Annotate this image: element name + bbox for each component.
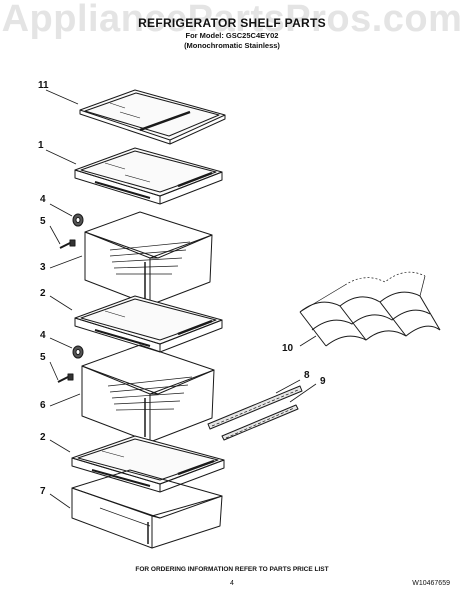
variant-line: (Monochromatic Stainless) bbox=[184, 41, 280, 50]
part-5-screw-lower bbox=[57, 373, 74, 383]
ordering-note: FOR ORDERING INFORMATION REFER TO PARTS … bbox=[135, 566, 329, 573]
callout-6: 6 bbox=[40, 400, 46, 411]
part-5-screw-upper bbox=[59, 239, 76, 249]
callout-5: 5 bbox=[40, 352, 46, 363]
part-1-shelf bbox=[74, 147, 223, 205]
callout-10: 10 bbox=[282, 343, 294, 354]
callout-3: 3 bbox=[40, 262, 46, 273]
part-11-glass-shelf bbox=[79, 89, 226, 145]
part-4-roller-upper bbox=[72, 213, 84, 227]
part-8-slide-rail bbox=[207, 385, 303, 430]
diagram-title: REFRIGERATOR SHELF PARTS bbox=[138, 16, 326, 30]
callout-9: 9 bbox=[320, 376, 326, 387]
callout-4: 4 bbox=[40, 330, 46, 341]
callout-7: 7 bbox=[40, 486, 46, 497]
leader-lines bbox=[45, 89, 317, 509]
part-6-crisper-drawer bbox=[81, 344, 215, 443]
part-9-slide-rail bbox=[221, 404, 299, 441]
page-number: 4 bbox=[230, 580, 234, 587]
callout-11: 11 bbox=[38, 80, 49, 91]
part-4-roller-lower bbox=[72, 345, 84, 359]
part-10-wine-rack bbox=[299, 271, 441, 347]
model-line: For Model: GSC25C4EY02 bbox=[185, 31, 279, 40]
part-3-crisper-drawer bbox=[84, 211, 213, 306]
document-number: W10467659 bbox=[412, 580, 450, 587]
callout-2: 2 bbox=[40, 432, 46, 443]
callout-1: 1 bbox=[38, 140, 44, 151]
callout-4: 4 bbox=[40, 194, 46, 205]
part-2-drawer-cover-upper bbox=[74, 295, 223, 353]
callout-5: 5 bbox=[40, 216, 46, 227]
callout-2: 2 bbox=[40, 288, 46, 299]
watermark: AppliancePartsPros.com bbox=[1, 0, 463, 40]
part-7-deli-drawer bbox=[71, 469, 223, 549]
part-2-drawer-cover-lower bbox=[71, 435, 225, 493]
callout-8: 8 bbox=[304, 370, 310, 381]
